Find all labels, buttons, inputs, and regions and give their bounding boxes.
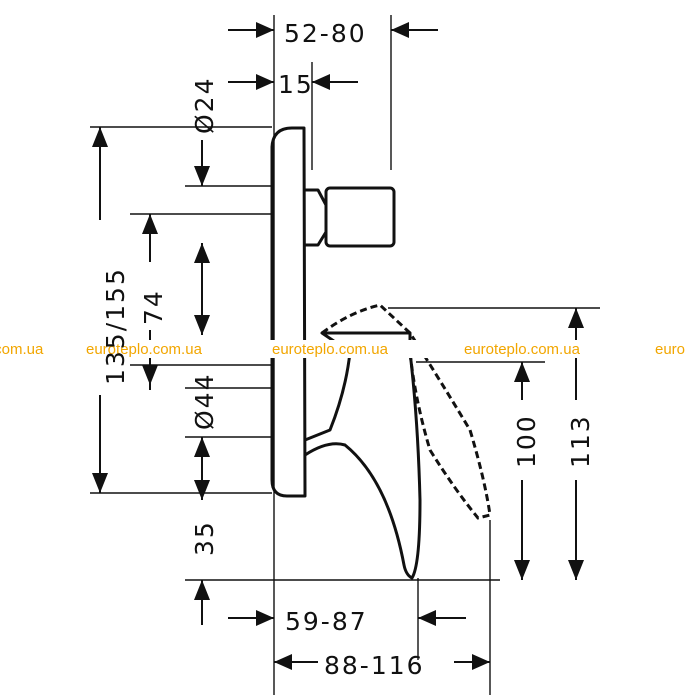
dimension-lines: [90, 15, 600, 695]
dim-100: 100: [512, 414, 541, 468]
watermark-row: .com.ua euroteplo.com.ua euroteplo.com.u…: [0, 340, 700, 358]
dim-135-155: 135/155: [101, 267, 130, 385]
dimension-labels: 52-80 15 Ø24 135/155 74 Ø44 35 100 113 5…: [101, 19, 595, 680]
dim-74: 74: [139, 289, 168, 325]
watermark-2: euroteplo.com.ua: [272, 341, 389, 358]
lever-dashed: [321, 303, 492, 520]
watermark-fragment-right: euro: [655, 341, 685, 358]
diverter-knob-cap: [324, 186, 396, 248]
watermark-3: euroteplo.com.ua: [464, 341, 581, 358]
dim-diam-44: Ø44: [190, 373, 219, 431]
dim-35: 35: [190, 520, 219, 556]
wall-plate: [270, 126, 307, 498]
diverter-knob: [305, 188, 328, 247]
spout: [304, 350, 422, 580]
dim-59-87: 59-87: [285, 607, 368, 636]
watermark-fragment-left: .com.ua: [0, 341, 44, 358]
dim-113: 113: [566, 414, 595, 468]
dim-diam-24: Ø24: [190, 77, 219, 135]
dim-15: 15: [278, 70, 314, 99]
dim-88-116: 88-116: [324, 651, 425, 680]
dim-52-80: 52-80: [284, 19, 367, 48]
watermark-1: euroteplo.com.ua: [86, 341, 203, 358]
